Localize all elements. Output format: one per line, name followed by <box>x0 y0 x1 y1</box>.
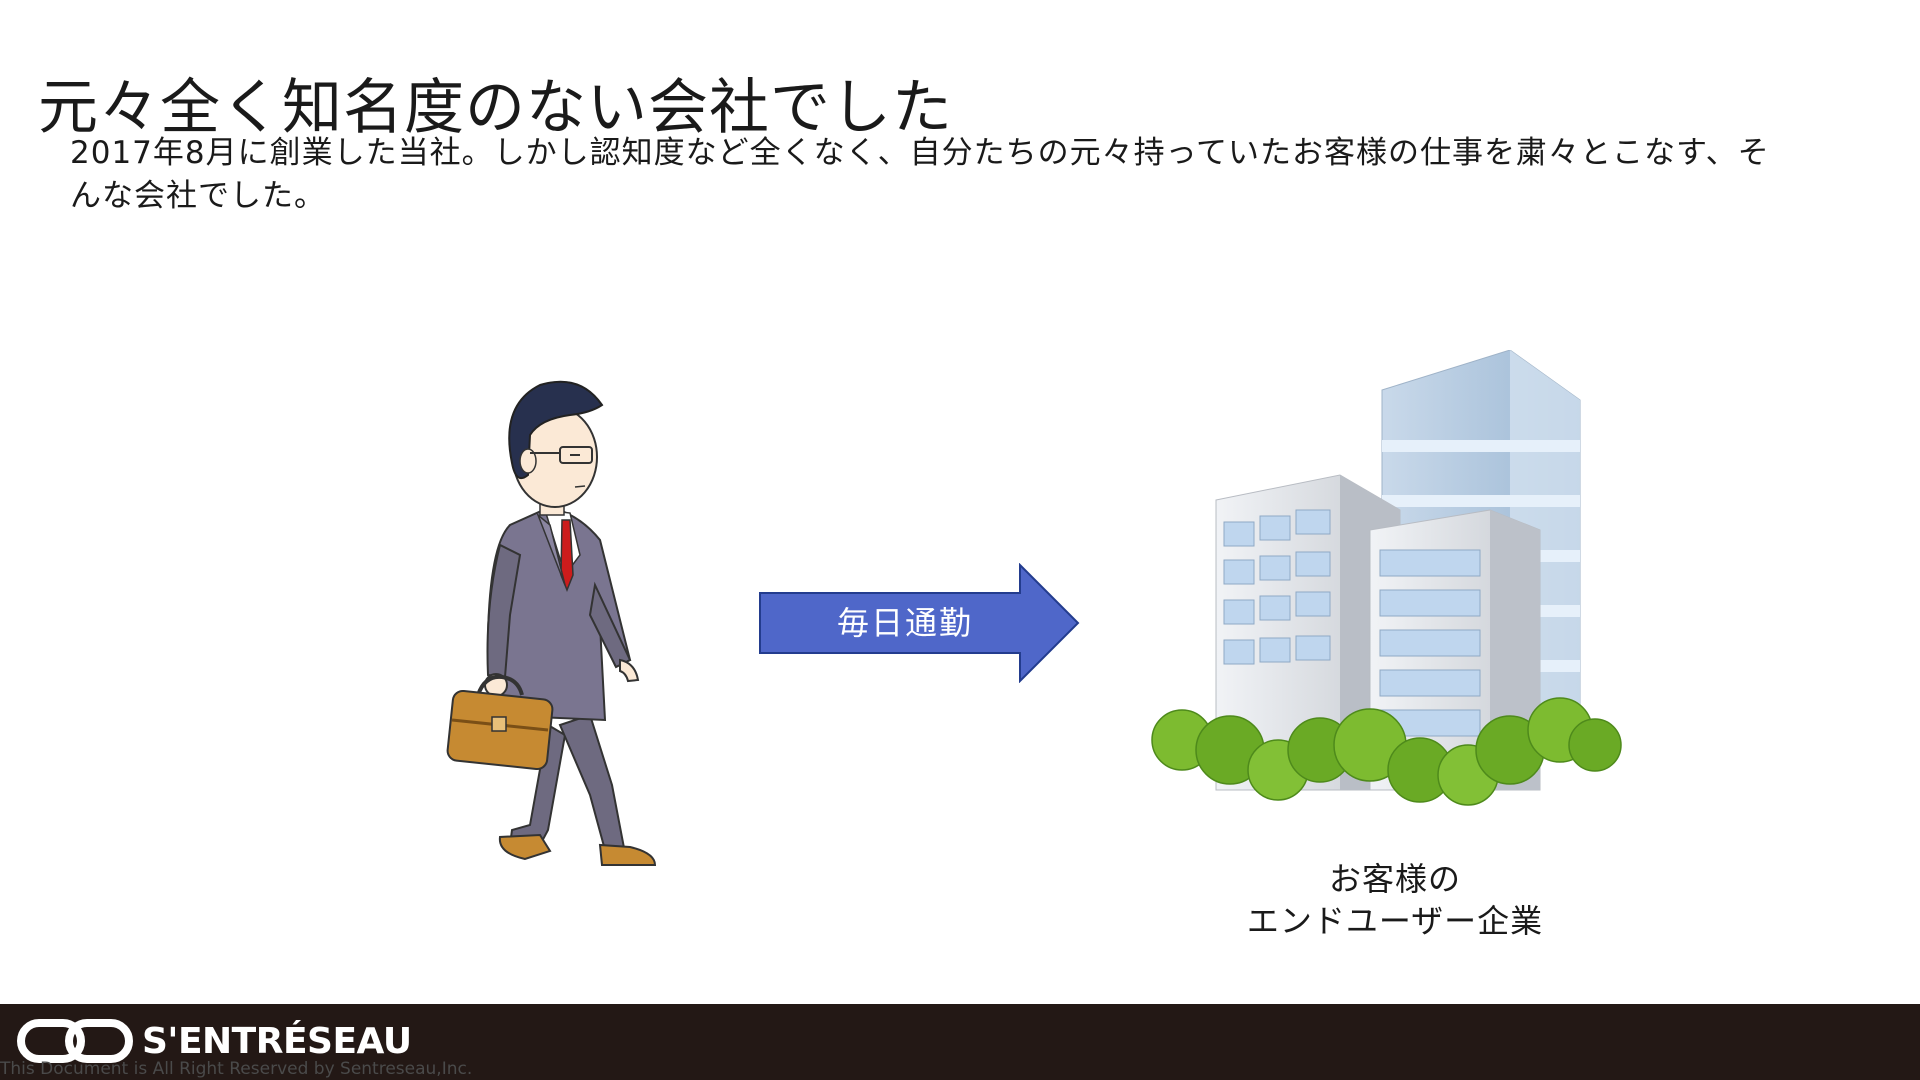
footer-bar: S'ENTRÉSEAU This Document is All Right R… <box>0 1004 1920 1080</box>
office-building-icon <box>1151 350 1622 806</box>
commute-arrow-shape <box>759 563 1080 683</box>
arrow-label: 毎日通勤 <box>836 604 973 642</box>
building-caption-line2: エンドユーザー企業 <box>1246 902 1544 940</box>
businessman-walking-icon <box>446 380 657 866</box>
slide-body-text: 2017年8月に創業した当社。しかし認知度など全くなく、自分たちの元々持っていた… <box>70 135 1770 214</box>
slide-title: 元々全く知名度のない会社でした <box>38 73 953 144</box>
copyright-notice: This Document is All Right Reserved by S… <box>0 1059 473 1079</box>
brand-logo-text: S'ENTRÉSEAU <box>142 1021 412 1062</box>
building-caption-line1: お客様の <box>1328 860 1461 898</box>
logo-mark-icon <box>17 1019 133 1063</box>
